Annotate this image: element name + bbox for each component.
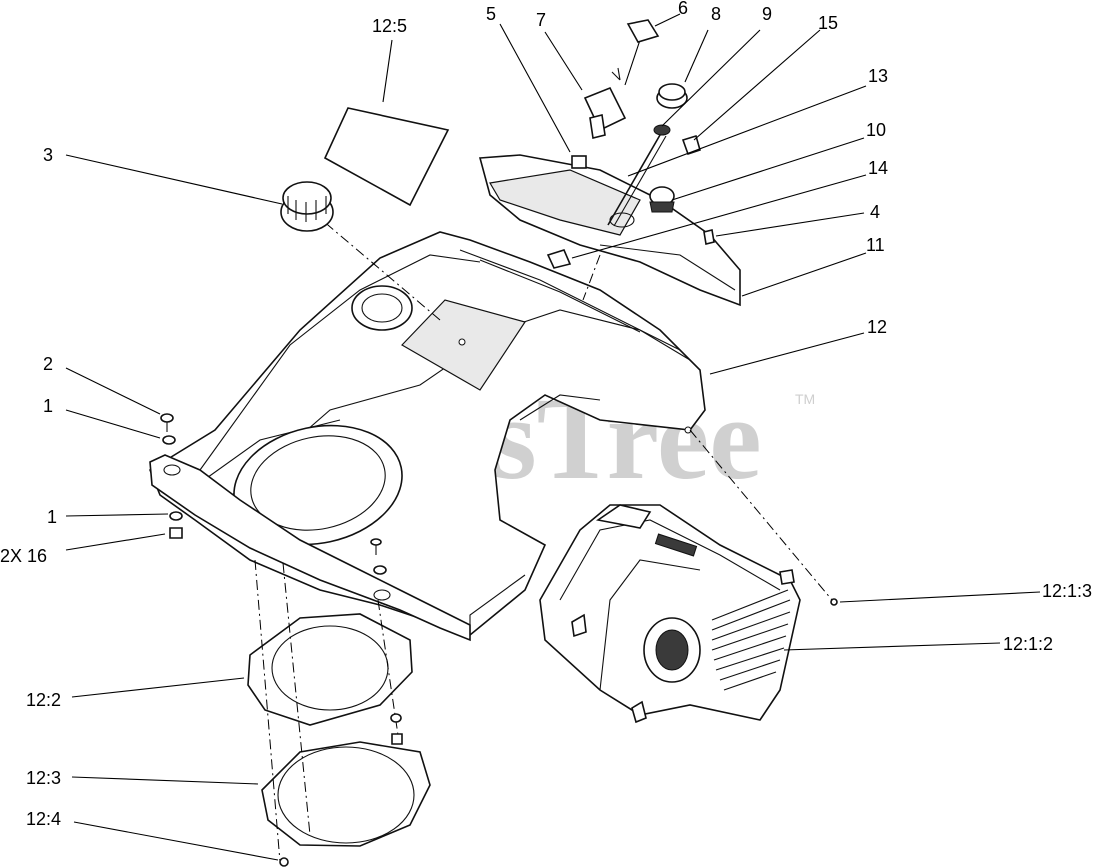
clip (546, 249, 572, 269)
bolt (160, 413, 174, 432)
key-switch (649, 186, 675, 213)
callout-12-5: 12:5 (372, 16, 407, 36)
alignment-line (321, 219, 441, 321)
rivet (279, 857, 289, 867)
alignment-line (377, 599, 399, 736)
watermark-trademark: TM (795, 391, 815, 407)
throttle-knob (607, 83, 688, 227)
callout-6: 6 (678, 0, 688, 18)
washer (169, 511, 183, 521)
callout-12-1-3: 12:1:3 (1042, 581, 1092, 601)
callout-1: 1 (47, 507, 57, 527)
bolt (370, 538, 382, 555)
callout-labels: 12:5 5 7 6 8 9 15 13 3 10 14 4 11 12 2 1… (0, 0, 1092, 829)
callout-15: 15 (818, 13, 838, 33)
control-panel (478, 154, 741, 307)
shroud-housing (149, 231, 706, 642)
primer-knob (583, 39, 641, 139)
chute-plate-lower (261, 741, 431, 847)
screw (703, 229, 715, 245)
callout-12: 12 (867, 317, 887, 337)
key-cap (626, 19, 660, 43)
nut (391, 733, 403, 745)
alignment-line (689, 429, 833, 601)
switch (681, 134, 701, 156)
washer (162, 435, 176, 445)
washer (390, 713, 402, 723)
clip (779, 569, 795, 585)
callout-11: 11 (866, 235, 885, 255)
chute-assembly (539, 504, 801, 724)
callout-12-4: 12:4 (26, 809, 61, 829)
callout-12-1-2: 12:1:2 (1003, 634, 1053, 654)
decal (323, 107, 450, 207)
callout-10: 10 (866, 120, 886, 140)
callout-9: 9 (762, 4, 772, 24)
washer (373, 565, 387, 575)
alignment-line (582, 254, 601, 301)
callout-12-3: 12:3 (26, 768, 61, 788)
callout-1: 1 (43, 396, 53, 416)
callout-4: 4 (870, 202, 880, 222)
chute-grille (711, 589, 791, 691)
chute-plate-upper (247, 613, 413, 726)
callout-2x16: 2X 16 (0, 546, 47, 566)
callout-2: 2 (43, 354, 53, 374)
callout-5: 5 (486, 4, 496, 24)
alignment-line (282, 562, 311, 836)
callout-8: 8 (711, 4, 721, 24)
nut (169, 527, 183, 539)
callout-14: 14 (868, 158, 888, 178)
fuel-cap (280, 181, 334, 232)
callout-12-2: 12:2 (26, 690, 61, 710)
callout-13: 13 (868, 66, 888, 86)
callout-3: 3 (43, 145, 53, 165)
leader-lines (65, 13, 1041, 861)
callout-7: 7 (536, 10, 546, 30)
screw (830, 598, 838, 606)
bushing (571, 155, 587, 169)
